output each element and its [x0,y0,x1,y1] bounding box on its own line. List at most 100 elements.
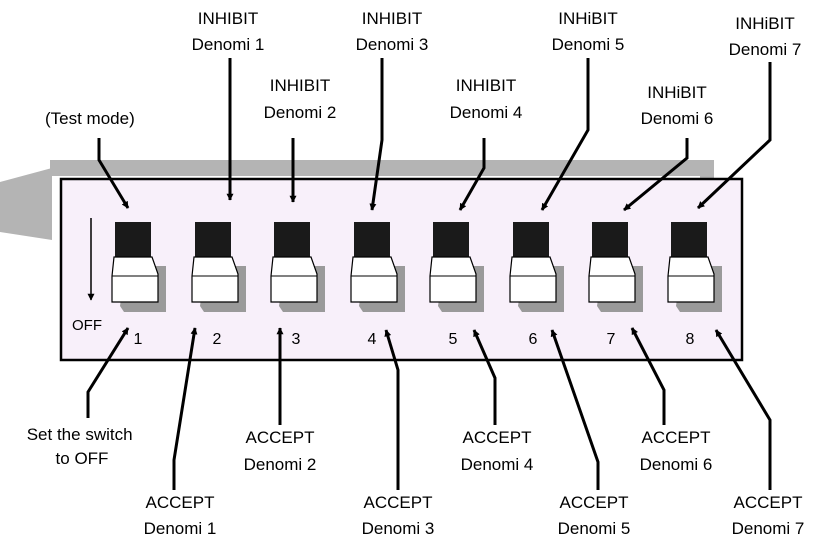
inhibit-label-denomi: Denomi 7 [729,40,802,59]
inhibit-label: INHIBIT Denomi 2 [264,76,337,122]
accept-arrow [630,327,666,425]
dip-switch [429,222,484,312]
accept-label-denomi: Denomi 1 [144,519,217,538]
inhibit-callout: INHiBIT Denomi 7 [696,14,802,210]
inhibit-label-title: INHIBIT [362,9,422,28]
accept-label-denomi: Denomi 3 [362,519,435,538]
inhibit-arrow [369,58,384,211]
dip-switch [350,222,405,312]
inhibit-label-denomi: Denomi 3 [356,35,429,54]
inhibit-label-denomi: Denomi 6 [641,109,714,128]
accept-label-title: ACCEPT [734,493,803,512]
inhibit-label-title: INHiBIT [735,14,795,33]
accept-label-title: ACCEPT [246,428,315,447]
inhibit-label-title: INHiBIT [647,83,707,102]
accept-callout: ACCEPT Denomi 3 [362,329,435,538]
accept-arrow [550,329,600,490]
inhibit-arrow [623,138,689,212]
set-off-label-line-1: Set the switch [27,425,133,444]
dip-switch [111,222,166,312]
inhibit-label-denomi: Denomi 4 [450,103,523,122]
accept-label: ACCEPT Denomi 1 [144,493,217,538]
inhibit-arrow [696,62,772,210]
set-off-label: Set the switch to OFF [27,425,138,468]
switch-dark-top [354,222,390,257]
accept-label-title: ACCEPT [642,428,711,447]
accept-callout: ACCEPT Denomi 6 [630,327,713,474]
accept-arrow [714,329,772,490]
test-mode-arrow [97,138,130,209]
accept-label-title: ACCEPT [146,493,215,512]
dip-switch [667,222,722,312]
switch-dark-top [671,222,707,257]
switch-toggle [350,256,398,303]
test-mode-callout: (Test mode) [45,109,135,209]
switch-number: 1 [134,331,143,348]
accept-label-denomi: Denomi 7 [732,519,805,538]
switch-toggle [667,256,715,303]
dip-switch [270,222,325,312]
board-shadow [0,168,52,240]
dip-switches [111,222,722,312]
switch-numbers: 1 2 3 4 5 6 7 8 [134,331,695,348]
switch-toggle [191,256,239,303]
switch-toggle [509,256,557,303]
switch-number: 8 [686,331,695,348]
accept-arrow [384,329,400,490]
accept-label-title: ACCEPT [463,428,532,447]
off-indicator: OFF [72,218,102,334]
inhibit-label: INHiBIT Denomi 6 [641,83,714,128]
accept-arrow [172,327,198,490]
inhibit-label: INHiBIT Denomi 7 [729,14,802,59]
switch-dark-top [513,222,549,257]
switch-number: 7 [607,331,616,348]
inhibit-label-denomi: Denomi 2 [264,103,337,122]
inhibit-arrow [540,58,590,211]
switch-toggle [588,256,636,303]
accept-label-denomi: Denomi 6 [640,455,713,474]
switch-toggle [429,256,477,303]
switch-toggle [270,256,318,303]
switch-number: 5 [449,331,458,348]
switch-dark-top [274,222,310,257]
dip-switch [588,222,643,312]
inhibit-callout: INHIBIT Denomi 3 [356,9,429,211]
switch-number: 2 [213,331,222,348]
set-off-callout: Set the switch to OFF [27,327,138,468]
switch-dark-top [195,222,231,257]
switch-dark-top [115,222,151,257]
inhibit-label-title: INHIBIT [270,76,330,95]
switch-number: 4 [368,331,377,348]
accept-label: ACCEPT Denomi 6 [640,428,713,474]
accept-label: ACCEPT Denomi 3 [362,493,435,538]
switch-number: 3 [292,331,301,348]
switch-number: 6 [529,331,538,348]
inhibit-arrow [458,138,486,211]
set-off-arrow [86,327,130,418]
inhibit-callout: INHiBIT Denomi 6 [623,83,714,212]
switch-dark-top [592,222,628,257]
inhibit-callout: INHIBIT Denomi 2 [264,76,337,203]
accept-label-denomi: Denomi 5 [558,519,631,538]
set-off-label-line-2: to OFF [56,449,109,468]
switch-dark-top [433,222,469,257]
accept-label-title: ACCEPT [364,493,433,512]
inhibit-label-title: INHiBIT [558,9,618,28]
board-shadow-back [50,160,714,176]
accept-label: ACCEPT Denomi 7 [732,493,805,538]
dip-switch [191,222,246,312]
